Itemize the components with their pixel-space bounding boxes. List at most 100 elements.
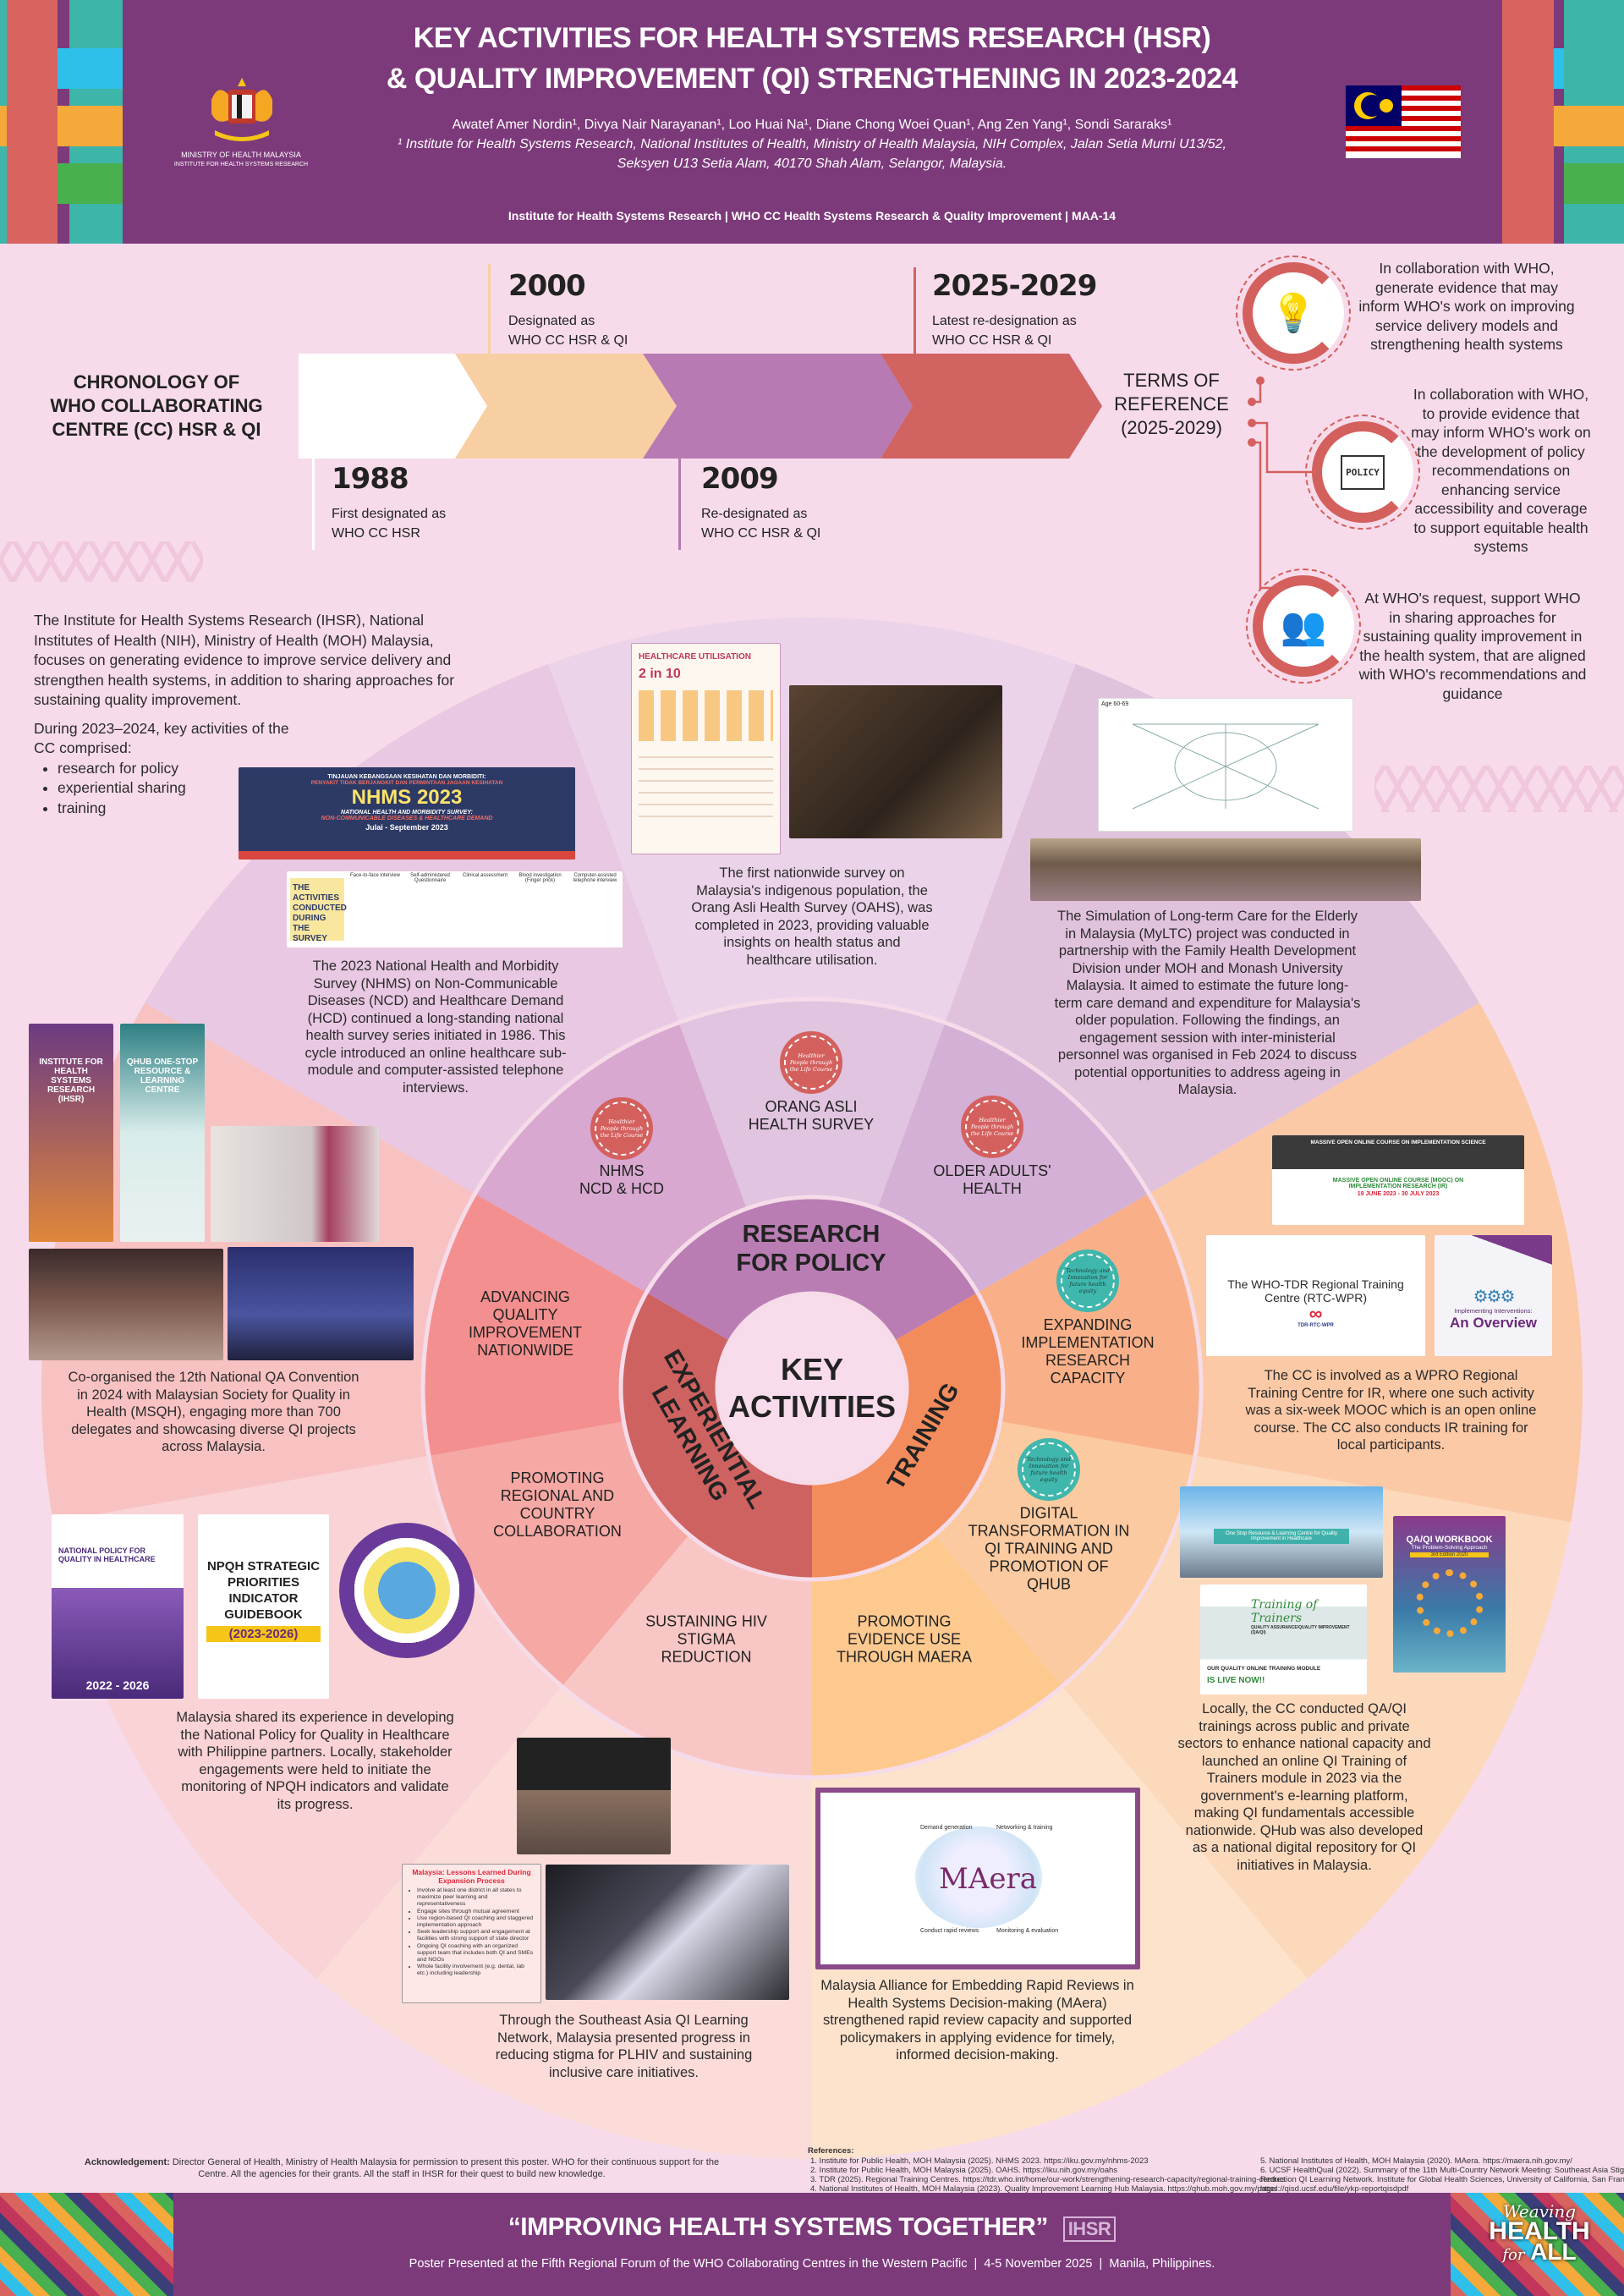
decor-bar: [58, 163, 123, 204]
label-line: COLLABORATION: [493, 1523, 622, 1540]
mooc-title: MASSIVE OPEN ONLINE COURSE (MOOC) ON IMP…: [1332, 1178, 1464, 1189]
label-line: NATIONWIDE: [477, 1342, 573, 1359]
reference-item: 2. Institute for Public Health, MOH Mala…: [810, 2166, 1118, 2175]
policy-document-lock-icon: POLICY: [1305, 415, 1420, 530]
milestone-desc: Designated as: [508, 314, 595, 328]
myltc-model-diagram-image: Age 60-69: [1098, 698, 1353, 832]
qhub-banner-text: One Stop Resource & Learning Centre for …: [1214, 1529, 1349, 1544]
wheel-activity-segment: [562, 1535, 812, 1777]
tot-title: Training of Trainers: [1251, 1598, 1318, 1625]
label-line: IMPLEMENTATION: [1021, 1334, 1155, 1351]
malaysia-coat-of-arms-logo: [203, 74, 281, 144]
cover-title: An Overview: [1450, 1315, 1537, 1331]
cover-title: NPQH STRATEGIC PRIORITIES INDICATOR GUID…: [206, 1559, 321, 1622]
maera-caption: Malaysia Alliance for Embedding Rapid Re…: [820, 1978, 1134, 2063]
wheel-pillar-segment: [621, 1293, 812, 1579]
npqh-caption: Malaysia shared its experience in develo…: [176, 1710, 454, 1812]
label-line: CAPACITY: [1050, 1370, 1126, 1387]
acknowledgement-label: Acknowledgement:: [84, 2157, 170, 2167]
label-line: THROUGH MAERA: [836, 1648, 973, 1666]
woven-pattern-decoration: [0, 2193, 173, 2296]
label-line: NHMS: [599, 1162, 645, 1179]
malaysia-flag-icon: [1346, 85, 1461, 158]
intro-text: The Institute for Health Systems Researc…: [34, 611, 474, 818]
maera-node: Monitoring & evaluation: [996, 1928, 1059, 1934]
wheel-center: [715, 1291, 909, 1486]
tor-item-3: At WHO's request, support WHO in sharing…: [1358, 590, 1587, 702]
policy-icon-label: POLICY: [1341, 454, 1385, 490]
lessons-list: Involve at least one district in all sta…: [417, 1887, 536, 1978]
survey-activity: Self-administered Questionnaire: [410, 873, 450, 883]
lesson-item: Ongoing QI coaching with an organized su…: [417, 1943, 536, 1964]
tot-live-text: IS LIVE NOW!!: [1207, 1676, 1265, 1685]
infographic-title: HEALTHCARE UTILISATION: [639, 652, 751, 662]
nhms-activities-image: THE ACTIVITIES CONDUCTED DURING THE SURV…: [287, 871, 623, 948]
label-line: PROMOTING: [857, 1612, 952, 1630]
tdr-infinity-icon: ∞: [1309, 1303, 1323, 1324]
label-line: ACTIVITIES: [727, 1389, 897, 1424]
affiliation-line2: Seksyen U13 Setia Alam, 40170 Shah Alam,…: [617, 157, 1007, 171]
timeline-connector: [678, 459, 681, 550]
healthier-people-badge-icon: Healthier People through the Life Course: [780, 1031, 842, 1094]
activities-title: THE ACTIVITIES CONDUCTED DURING THE SURV…: [290, 878, 347, 943]
oahs-caption: The first nationwide survey on Malaysia'…: [691, 865, 933, 968]
presentation-info: Poster Presented at the Fifth Regional F…: [409, 2257, 1215, 2271]
qa-convention-stage-photo: [228, 1247, 414, 1360]
decor-bar: [58, 48, 123, 89]
milestone-desc: WHO CC HSR & QI: [701, 526, 821, 541]
nhms-caption: The 2023 National Health and Morbidity S…: [304, 958, 567, 1096]
chronology-title: CHRONOLOGY OF WHO COLLABORATING CENTRE (…: [34, 371, 279, 442]
oahs-field-photo: [789, 685, 1002, 838]
qhub-website-image: One Stop Resource & Learning Centre for …: [1180, 1486, 1383, 1578]
maera-node: Conduct rapid reviews: [920, 1928, 979, 1934]
reference-item: 5. National Institutes of Health, MOH Ma…: [1260, 2156, 1572, 2166]
qa-convention-caption: Co-organised the 12th National QA Conven…: [68, 1370, 359, 1454]
tdr-title: The WHO-TDR Regional Training Centre (RT…: [1227, 1277, 1404, 1305]
ihsr-logo: IHSR: [1062, 2216, 1116, 2242]
banner-title: NHMS 2023: [351, 786, 463, 809]
milestone-year: 2025-2029: [932, 269, 1097, 303]
references-col1: 1. Institute for Public Health, MOH Mala…: [810, 2156, 1286, 2194]
training-of-trainers-image: Training of Trainers QUALITY ASSURANCE/Q…: [1200, 1585, 1367, 1695]
milestone-year: 2000: [508, 269, 586, 303]
survey-activity: Computer-assisted telephone interview: [573, 873, 617, 883]
hiv-network-meeting-photo: [517, 1738, 671, 1854]
label-line: REGIONAL AND: [500, 1487, 615, 1504]
researcher-lightbulb-icon: 💡: [1236, 255, 1351, 371]
npqh-policy-cover-image: NATIONAL POLICY FOR QUALITY IN HEALTHCAR…: [52, 1514, 184, 1699]
chronology-title-line: CHRONOLOGY OF: [73, 371, 240, 393]
reference-item: 3. TDR (2025). Regional Training Centres…: [810, 2175, 1286, 2184]
tdr-logo-text: TDR-RTC-WPR: [1298, 1323, 1334, 1328]
cover-subtitle: Implementing Interventions:: [1454, 1307, 1533, 1315]
tor-item-2: In collaboration with WHO, to provide ev…: [1411, 386, 1591, 555]
maera-node: Demand generation: [920, 1825, 973, 1831]
label-line: TRANSFORMATION IN: [968, 1522, 1130, 1540]
weaving-health-for-all-logo: Weaving HEALTH for ALL: [1468, 2201, 1611, 2266]
myltc-caption: The Simulation of Long-term Care for the…: [1054, 909, 1361, 1097]
tot-subtitle: QUALITY ASSURANCE/QUALITY IMPROVEMENT (Q…: [1251, 1625, 1350, 1635]
label-line: HEALTH SURVEY: [748, 1116, 875, 1133]
banner-text: NATIONAL HEALTH AND MORBIDITY SURVEY:: [341, 810, 473, 816]
poster-header: MINISTRY OF HEALTH MALAYSIA INSTITUTE FO…: [0, 0, 1624, 244]
qaqi-caption: Locally, the CC conducted QA/QI training…: [1177, 1701, 1431, 1873]
reference-item: 6. UCSF HealthQual (2022). Summary of th…: [1260, 2166, 1624, 2175]
npqh-framework-diagram: [339, 1523, 475, 1658]
tor-title-line: (2025-2029): [1121, 417, 1222, 438]
reference-item: Reduction QI Learning Network. Institute…: [1260, 2175, 1624, 2184]
milestone-year: 1988: [332, 462, 409, 496]
milestone-desc: WHO CC HSR & QI: [508, 333, 628, 348]
banner-text: QHUB ONE-STOP RESOURCE & LEARNING CENTRE: [126, 1057, 199, 1095]
intro-bullet: research for policy: [58, 759, 474, 779]
decor-bar: [1564, 163, 1624, 204]
timeline-connector: [312, 459, 315, 550]
chronology-title-line: WHO COLLABORATING: [50, 395, 263, 416]
decorative-chevron-pattern: [1374, 766, 1624, 812]
lesson-item: Use region-based QI coaching and stagger…: [417, 1915, 536, 1929]
